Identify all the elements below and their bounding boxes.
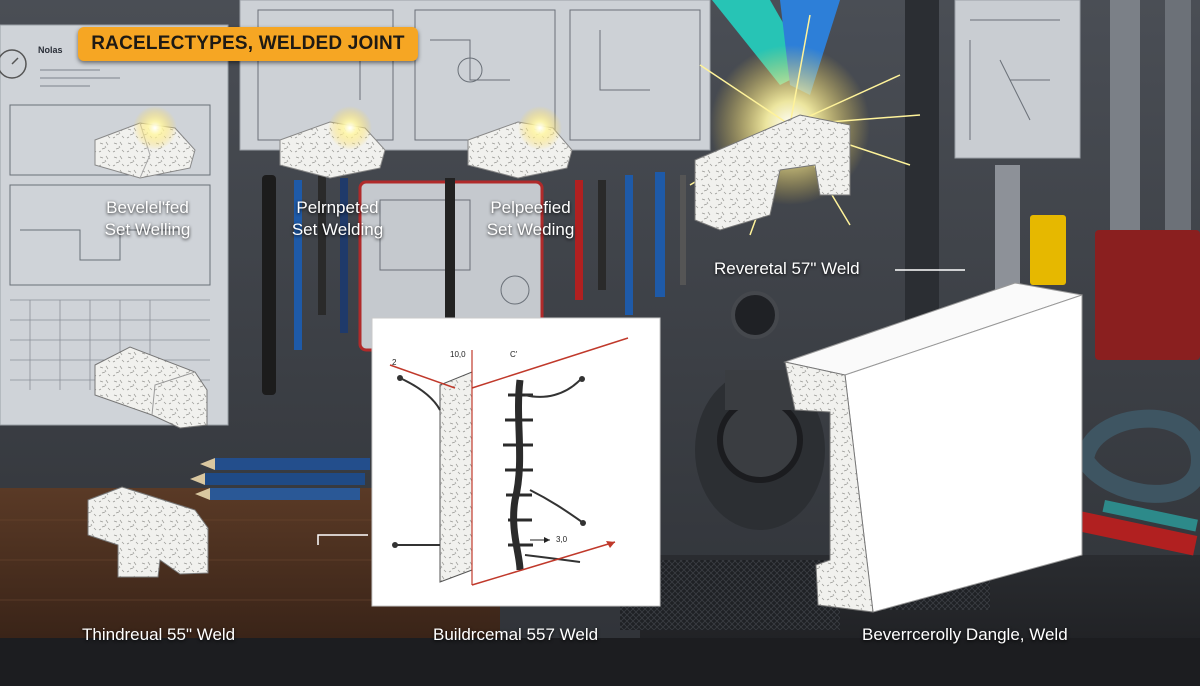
- label-beverr-weld: Beverrcerolly Dangle, Weld: [862, 625, 1068, 644]
- label-perp-set-2-line1: Pelpeefied: [490, 198, 571, 217]
- diagram-label-z: 2: [392, 358, 397, 367]
- joint-block-reverse: [694, 114, 851, 231]
- diagram-label-dim: 3,0: [556, 535, 568, 544]
- joint-block-left-lower: [87, 486, 209, 578]
- joint-block-left-upper: [94, 346, 208, 429]
- diagram-label-c: C': [510, 350, 518, 359]
- poster-notes-label: Nolas: [38, 45, 63, 55]
- weld-cross-section-diagram: 2 10,0 C' 3,0: [371, 317, 661, 607]
- label-bevel-set-line2: Set Welling: [104, 220, 191, 239]
- hanging-tools: [262, 172, 686, 395]
- label-buildrcemal-weld: Buildrcemal 557 Weld: [433, 625, 599, 644]
- title-banner: RACELECTYPES, WELDED JOINT: [78, 27, 418, 61]
- label-perp-set-1: Pelrnpeted Set Welding: [285, 197, 390, 241]
- pencil-bundle: [190, 458, 370, 500]
- label-reverse-weld: Reveretal 57" Weld: [714, 259, 860, 278]
- blueprint-poster-center: [239, 0, 711, 151]
- label-perp-set-1-line2: Set Welding: [291, 220, 384, 239]
- label-bevel-set-line1: Bevelel'fed: [106, 198, 189, 217]
- label-bevel-set: Bevelel'fed Set Welling: [95, 197, 200, 241]
- label-thindreual-weld: Thindreual 55" Weld: [82, 625, 236, 644]
- blueprint-poster-left: [0, 24, 229, 426]
- joint-block-large: [783, 282, 1083, 613]
- label-perp-set-1-line1: Pelrnpeted: [296, 198, 379, 217]
- blueprint-poster-right: [954, 0, 1081, 159]
- machine: [695, 291, 825, 530]
- diagram-label-top: 10,0: [450, 350, 466, 359]
- label-perp-set-2-line2: Set Weding: [486, 220, 575, 239]
- label-perp-set-2: Pelpeefied Set Weding: [478, 197, 583, 241]
